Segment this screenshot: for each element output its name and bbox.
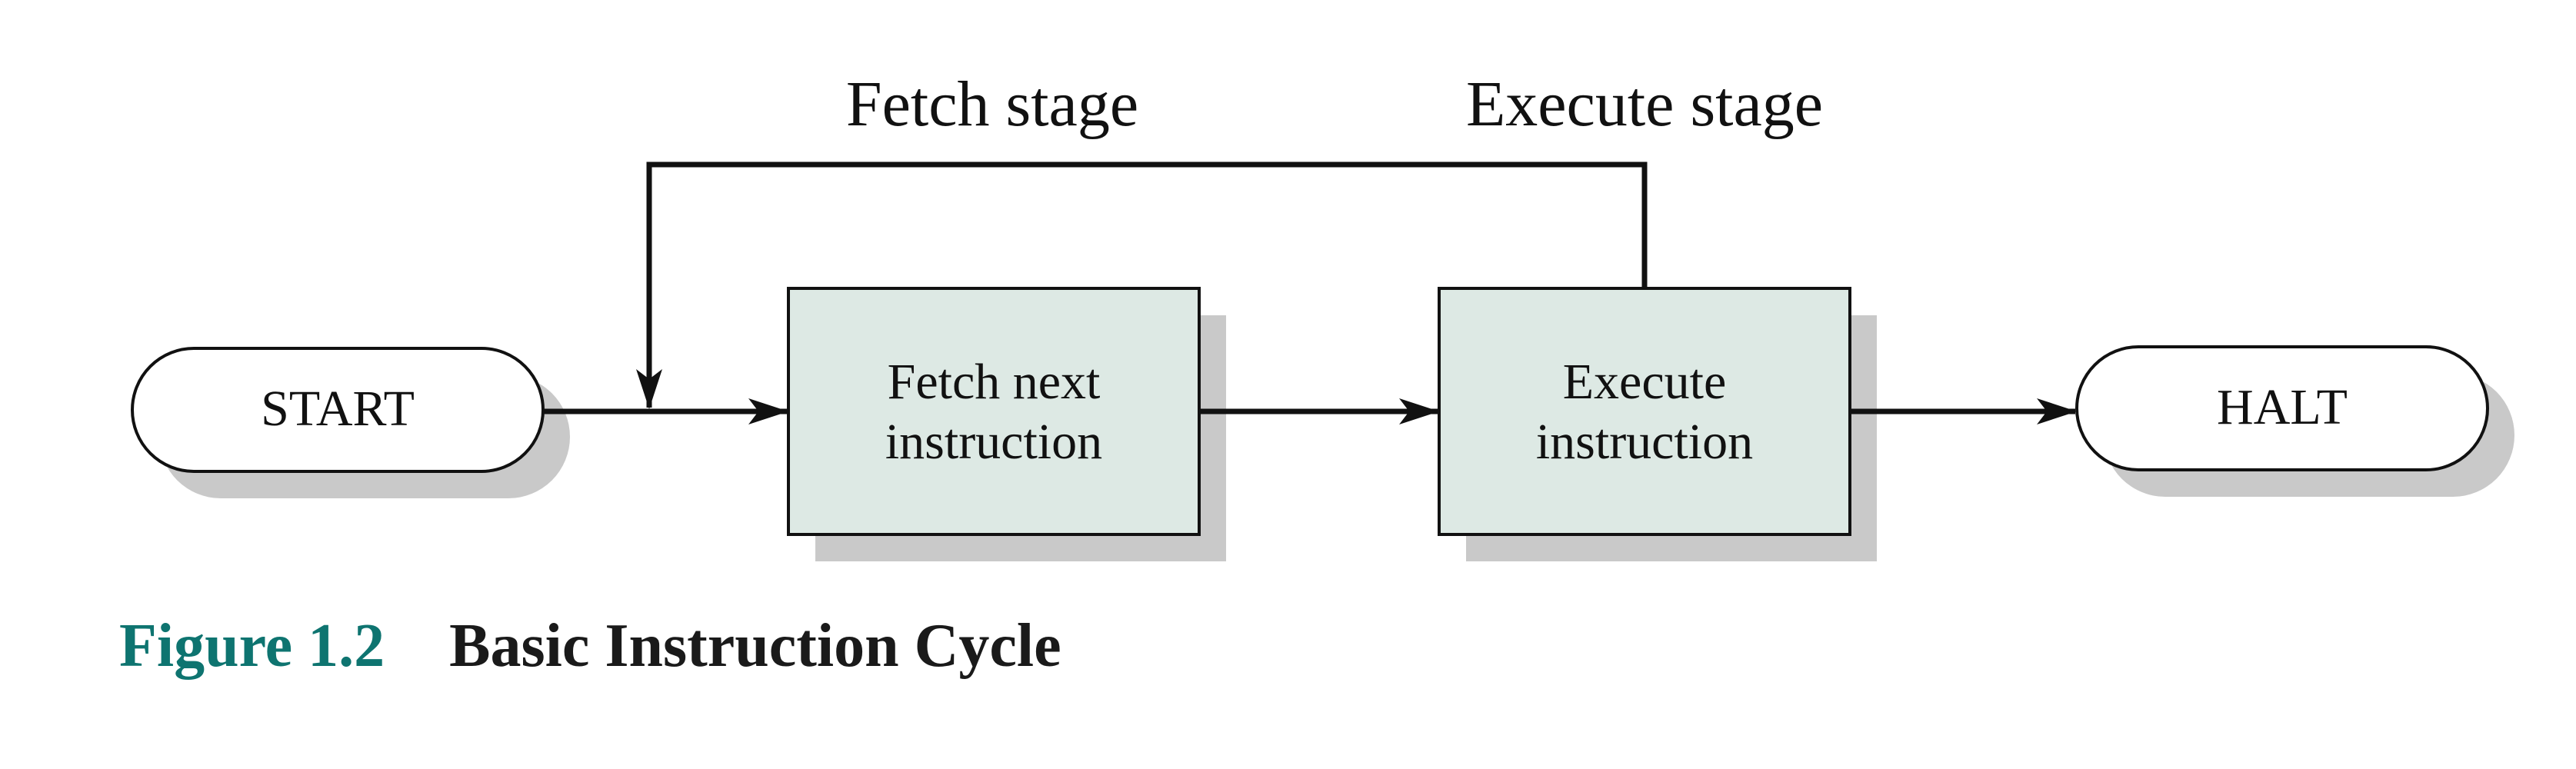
figure-title: Basic Instruction Cycle <box>449 611 1061 680</box>
feedback-loop-arrow <box>636 161 1648 409</box>
halt-node: HALT <box>2075 345 2514 497</box>
fetch-node-label-line1: Fetch next <box>888 354 1101 410</box>
execute-stage-label: Execute stage <box>1466 68 1823 140</box>
execute-node-label-line2: instruction <box>1536 414 1753 470</box>
fetch-node-shape <box>787 287 1201 536</box>
figure-number: Figure 1.2 <box>119 611 385 680</box>
fetch-instruction-node: Fetch next instruction <box>787 287 1226 561</box>
start-node: START <box>131 347 570 498</box>
halt-node-label: HALT <box>2217 379 2348 435</box>
start-node-label: START <box>261 381 415 437</box>
fetch-stage-label: Fetch stage <box>846 68 1138 140</box>
fetch-node-label-line2: instruction <box>885 414 1102 470</box>
figure-caption: Figure 1.2 Basic Instruction Cycle <box>119 600 1061 692</box>
execute-node-label-line1: Execute <box>1563 354 1727 410</box>
execute-instruction-node: Execute instruction <box>1438 287 1877 561</box>
halt-node-shape <box>2075 345 2489 471</box>
execute-node-shape <box>1438 287 1851 536</box>
